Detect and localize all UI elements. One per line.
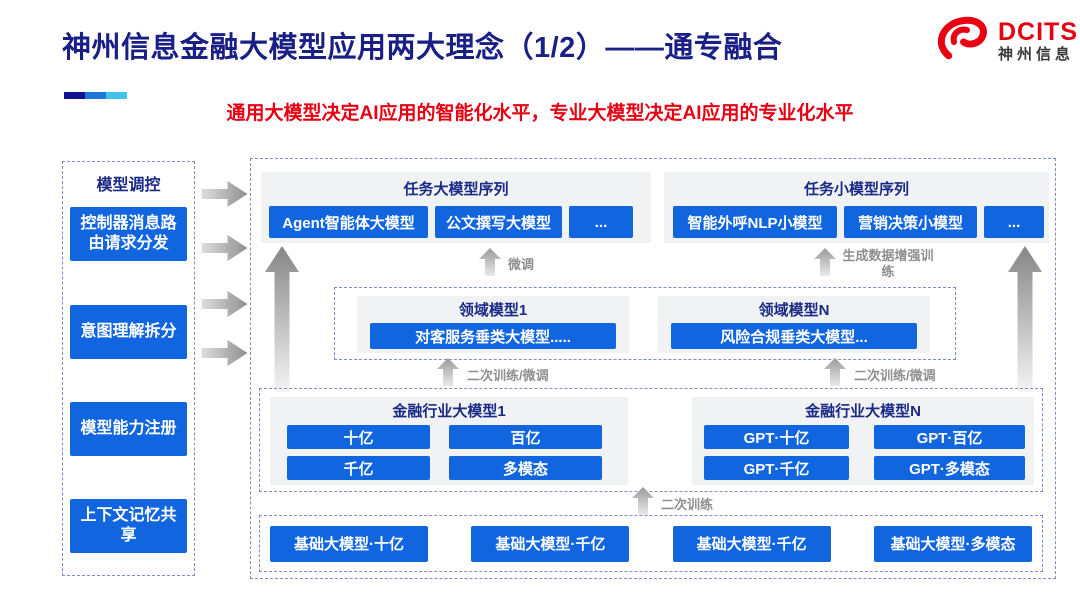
- model-chip: ...: [569, 206, 633, 238]
- tall-up-arrow-icon: [1008, 246, 1042, 397]
- model-chip: 多模态: [449, 456, 602, 480]
- domain-models-box: 领域模型1 对客服务垂类大模型..... 领域模型N 风险合规垂类大模型...: [334, 287, 956, 360]
- base-model-chip: 基础大模型·多模态: [873, 525, 1032, 562]
- task-large-chips: Agent智能体大模型 公文撰写大模型 ...: [269, 206, 633, 238]
- base-model-chip: 基础大模型·十亿: [270, 525, 428, 562]
- label-retrain-finetune: 二次训练/微调: [854, 368, 936, 383]
- model-chip: 对客服务垂类大模型.....: [370, 323, 616, 349]
- right-arrow-icon: [201, 235, 248, 266]
- model-chip: 千亿: [287, 456, 430, 480]
- page-title: 神州信息金融大模型应用两大理念（1/2）——通专融合: [62, 32, 783, 64]
- industry-model-1-chips: 十亿 百亿 千亿 多模态: [287, 425, 602, 480]
- model-control-item: 模型能力注册: [70, 402, 187, 456]
- model-control-item: 意图理解拆分: [70, 305, 187, 359]
- task-large-panel: 任务大模型序列 Agent智能体大模型 公文撰写大模型 ...: [261, 172, 651, 243]
- industry-model-n-chips: GPT·十亿 GPT·百亿 GPT·千亿 GPT·多模态: [704, 425, 1025, 480]
- up-arrow-icon: [824, 358, 846, 391]
- tall-up-arrow-icon: [265, 246, 299, 397]
- model-chip: ...: [984, 206, 1044, 238]
- model-chip: GPT·百亿: [874, 425, 1025, 449]
- decor-segment: [85, 92, 106, 99]
- model-chip: 营销决策小模型: [844, 206, 977, 238]
- model-chip: 智能外呼NLP小模型: [673, 206, 837, 238]
- decor-segment: [106, 92, 127, 99]
- model-chip: Agent智能体大模型: [269, 206, 428, 238]
- domain-model-1-title: 领域模型1: [458, 302, 528, 319]
- dcits-logo: DCITS 神州信息: [936, 16, 1078, 67]
- decor-bar: [64, 86, 127, 104]
- subtitle: 通用大模型决定AI应用的智能化水平，专业大模型决定AI应用的专业化水平: [226, 103, 854, 124]
- up-arrow-icon: [479, 248, 501, 281]
- model-control-item: 控制器消息路由请求分发: [70, 207, 187, 261]
- model-control-panel: 模型调控 控制器消息路由请求分发 意图理解拆分 模型能力注册 上下文记忆共享: [62, 161, 195, 576]
- decor-segment: [64, 92, 85, 99]
- label-retrain: 二次训练: [661, 497, 714, 512]
- right-arrow-icon: [201, 340, 248, 371]
- domain-model-n-panel: 领域模型N 风险合规垂类大模型...: [658, 296, 930, 353]
- task-large-title: 任务大模型序列: [403, 181, 509, 198]
- model-chip: 公文撰写大模型: [435, 206, 562, 238]
- task-small-chips: 智能外呼NLP小模型 营销决策小模型 ...: [673, 206, 1044, 238]
- model-chip: GPT·千亿: [704, 456, 849, 480]
- model-chip: GPT·十亿: [704, 425, 849, 449]
- right-arrow-icon: [201, 181, 248, 212]
- up-arrow-icon: [632, 487, 654, 520]
- logo-swoosh-icon: [936, 16, 990, 67]
- label-retrain-finetune: 二次训练/微调: [467, 368, 549, 383]
- domain-model-1-panel: 领域模型1 对客服务垂类大模型.....: [357, 296, 629, 353]
- logo-brand-cn: 神州信息: [998, 45, 1075, 63]
- base-model-chip: 基础大模型·千亿: [471, 525, 630, 562]
- task-small-title: 任务小模型序列: [803, 181, 909, 198]
- model-chip: GPT·多模态: [874, 456, 1025, 480]
- model-chip: 风险合规垂类大模型...: [671, 323, 917, 349]
- industry-model-n-panel: 金融行业大模型N GPT·十亿 GPT·百亿 GPT·千亿 GPT·多模态: [692, 397, 1034, 485]
- industry-model-1-title: 金融行业大模型1: [392, 403, 506, 420]
- label-augment-training: 生成数据增强训练: [842, 248, 934, 280]
- up-arrow-icon: [814, 248, 836, 281]
- industry-models-box: 金融行业大模型1 十亿 百亿 千亿 多模态 金融行业大模型N GPT·十亿 GP…: [259, 388, 1043, 492]
- base-model-chip: 基础大模型·千亿: [672, 525, 831, 562]
- task-small-panel: 任务小模型序列 智能外呼NLP小模型 营销决策小模型 ...: [664, 172, 1049, 243]
- model-chip: 十亿: [287, 425, 430, 449]
- industry-model-1-panel: 金融行业大模型1 十亿 百亿 千亿 多模态: [270, 397, 628, 485]
- logo-brand: DCITS: [998, 18, 1078, 47]
- label-finetune: 微调: [508, 257, 535, 272]
- right-arrow-icon: [201, 291, 248, 322]
- base-models-box: 基础大模型·十亿 基础大模型·千亿 基础大模型·千亿 基础大模型·多模态: [259, 515, 1043, 572]
- diagram-canvas: 任务大模型序列 Agent智能体大模型 公文撰写大模型 ... 任务小模型序列 …: [250, 158, 1056, 579]
- up-arrow-icon: [437, 358, 459, 391]
- domain-model-n-title: 领域模型N: [758, 302, 830, 319]
- model-chip: 百亿: [449, 425, 602, 449]
- model-control-item: 上下文记忆共享: [70, 499, 187, 553]
- model-control-title: 模型调控: [96, 177, 161, 194]
- industry-model-n-title: 金融行业大模型N: [805, 403, 921, 420]
